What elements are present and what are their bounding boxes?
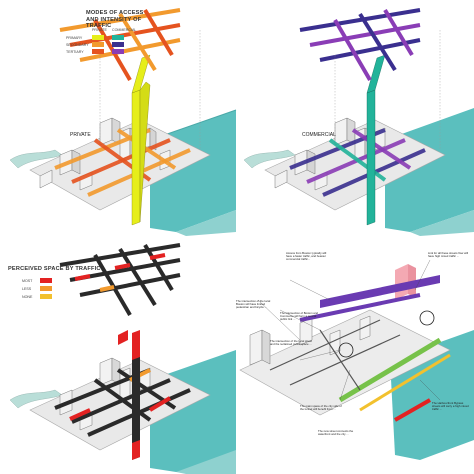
legend-row-none: NONE [22, 295, 33, 299]
legend-row-tertiary: TERTIARY [66, 50, 84, 54]
legend-row-secondary: SECONDARY [66, 43, 89, 47]
legend-row-less: LESS [22, 287, 32, 291]
swatch-commercial-primary [112, 35, 124, 40]
annotation-note-1: Access from Boston typically will have a… [286, 251, 327, 262]
swatch-commercial-secondary [112, 42, 124, 47]
annotation-note-3: The intersection of Boston and Commerce … [280, 311, 318, 322]
annotation-note-5: The main space of the city side of the t… [300, 404, 342, 412]
swatch-private-primary [92, 35, 104, 40]
panel-label-private: PRIVATE [70, 132, 91, 138]
swatch-most [40, 278, 52, 283]
legend-title-perceived: PERCEIVED SPACE BY TRAFFIC [8, 266, 101, 272]
legend-col-commercial: COMMERCIAL [112, 28, 137, 32]
swatch-less [40, 286, 52, 291]
highlight-circle [419, 310, 435, 326]
annotation-note-7: Link for all these streets flow will hav… [428, 251, 468, 259]
panel-private [9, 8, 237, 236]
panel-annotated [239, 259, 474, 460]
annotation-note-6: The new street connects the waterfront a… [318, 429, 354, 437]
legend-title: MODES OF ACCESS AND INTENSITY OF TRAFFIC [86, 10, 144, 29]
panel-label-commercial: COMMERCIAL [302, 132, 336, 138]
annotation-note-2: The intersection of the local Boston wil… [236, 299, 271, 310]
primary-lane [131, 89, 141, 226]
legend-row-most: MOST [22, 279, 33, 283]
swatch-private-tertiary [92, 49, 104, 54]
swatch-commercial-tertiary [112, 49, 124, 54]
primary-lane [366, 89, 376, 226]
legend-col-private: PRIVATE [92, 28, 107, 32]
annotation-note-4: The intersection of the local street and… [270, 339, 312, 347]
panel-commercial [243, 8, 474, 236]
legend-row-primary: PRIMARY [66, 36, 83, 40]
highlight-circle [338, 342, 354, 358]
annotation-note-8: The Harbourfront Bypass streets will car… [432, 401, 469, 412]
swatch-private-secondary [92, 42, 104, 47]
panel-perceived [9, 243, 236, 474]
swatch-none [40, 294, 52, 299]
